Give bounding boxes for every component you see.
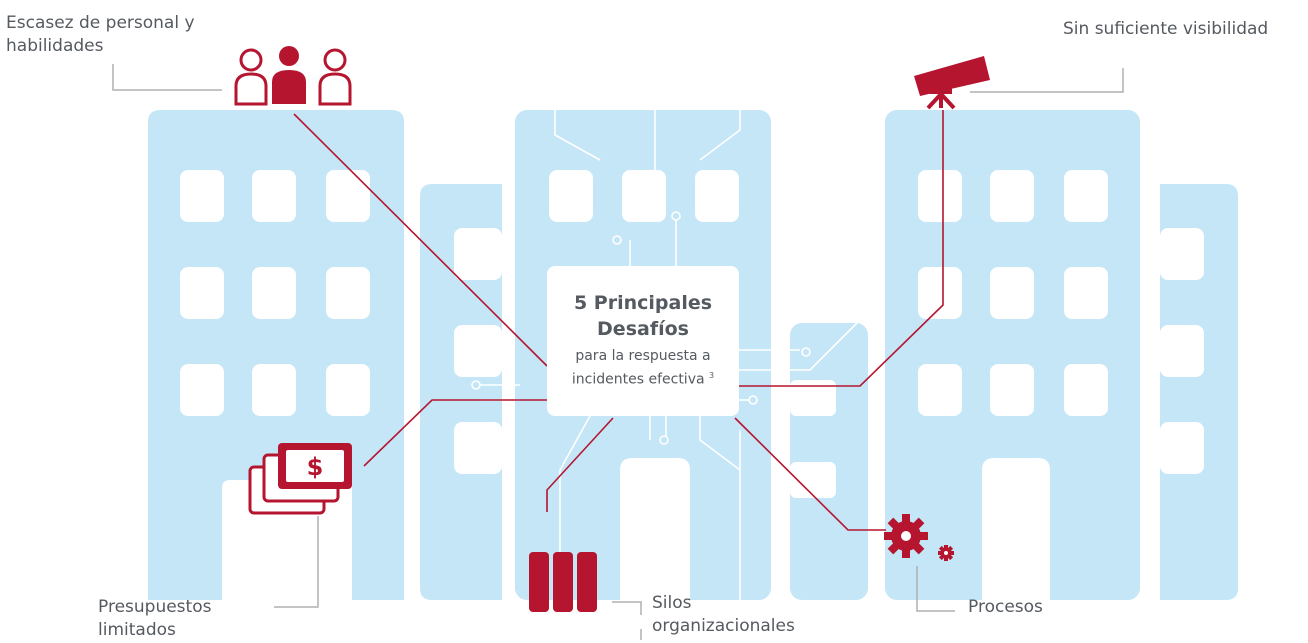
- connector-staff: [293, 113, 548, 367]
- people-icon: [234, 46, 352, 106]
- label-staff-line2: habilidades: [6, 36, 104, 56]
- building-mid-left: [420, 184, 502, 600]
- leader-lines: [112, 64, 1124, 640]
- footnote-marker: 3: [709, 371, 715, 380]
- label-processes: Procesos: [968, 596, 1043, 619]
- label-visibility-line1: Sin suficiente visibilidad: [1063, 19, 1269, 39]
- center-subtitle-line2: incidentes efectiva: [571, 371, 705, 388]
- money-symbol: $: [307, 453, 324, 481]
- label-processes-line1: Procesos: [968, 597, 1043, 617]
- center-subtitle-line1: para la respuesta a: [575, 348, 711, 364]
- gears-icon: [884, 514, 954, 561]
- center-title-line2: Desafíos: [597, 318, 689, 340]
- building-right: [885, 110, 1140, 600]
- label-visibility: Sin suficiente visibilidad: [1063, 18, 1268, 41]
- building-far-right: [1160, 184, 1238, 600]
- center-title-line1: 5 Principales: [573, 292, 713, 314]
- money-stack-icon: $: [248, 443, 352, 515]
- center-subtitle: para la respuesta a incidentes efectiva …: [547, 346, 739, 390]
- label-budget: Presupuestos limitados: [98, 596, 211, 642]
- label-staff-line1: Escasez de personal y: [6, 13, 195, 33]
- circuit-nodes: [471, 211, 811, 445]
- building-mid-right: [790, 323, 868, 600]
- connector-budget: [363, 399, 547, 467]
- windows: [180, 170, 1204, 600]
- label-silos: Silos organizacionales: [652, 592, 795, 638]
- center-title: 5 Principales Desafíos: [547, 290, 739, 342]
- label-silos-line1: Silos: [652, 593, 692, 613]
- telescope-icon: [914, 56, 990, 110]
- connector-processes: [734, 417, 886, 531]
- label-budget-line1: Presupuestos: [98, 597, 212, 617]
- label-budget-line2: limitados: [98, 620, 176, 640]
- silos-icon: [529, 552, 597, 612]
- connector-visibility: [739, 110, 944, 387]
- connector-silos: [546, 417, 614, 512]
- center-title-box: 5 Principales Desafíos para la respuesta…: [547, 266, 739, 416]
- connector-lines: [293, 110, 944, 531]
- label-silos-line2: organizacionales: [652, 616, 795, 636]
- label-staff-shortage: Escasez de personal y habilidades: [6, 12, 195, 58]
